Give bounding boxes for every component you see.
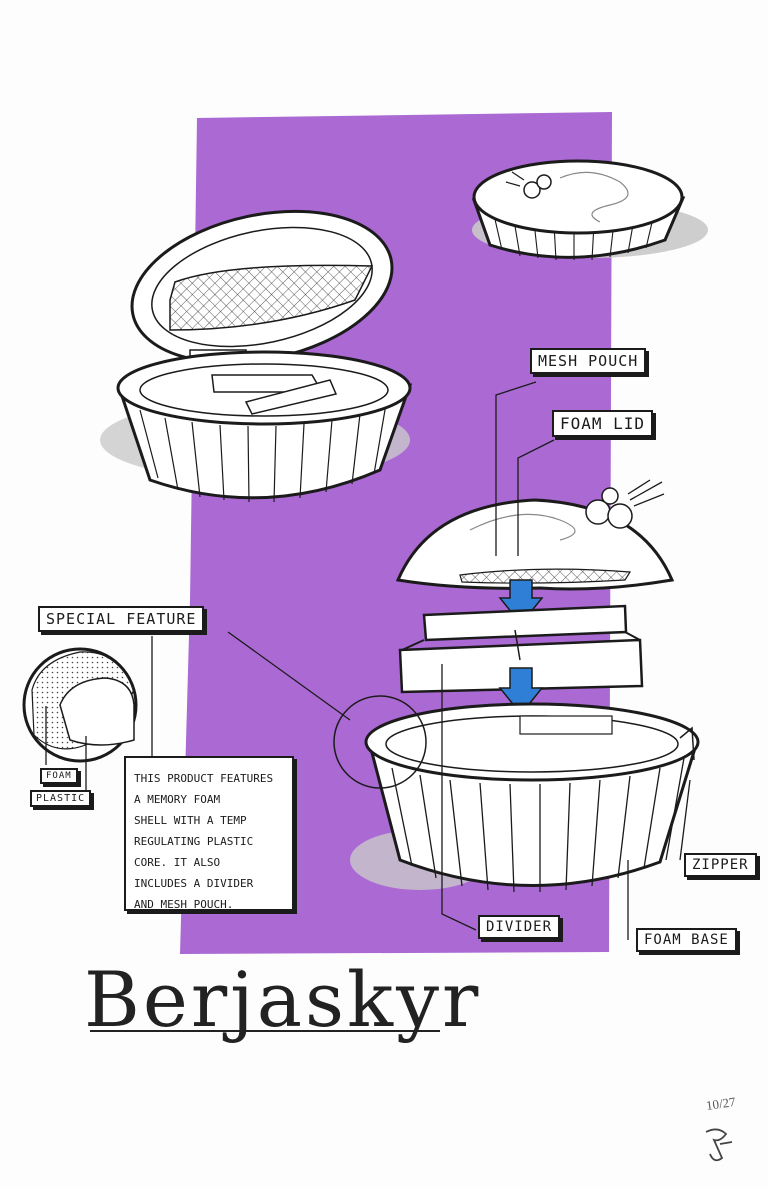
signature-mark (705, 1128, 733, 1162)
open-case-drawing (100, 209, 413, 503)
label-mesh-pouch: MESH POUCH (530, 348, 647, 374)
description-line: AND MESH POUCH. (134, 898, 234, 911)
description-line: REGULATING PLASTIC (134, 835, 254, 848)
label-zipper: ZIPPER (684, 853, 757, 877)
label-foam: FOAM (40, 768, 78, 784)
label-special-feature: SPECIAL FEATURE (38, 606, 205, 632)
description-line: A MEMORY FOAM (134, 793, 221, 806)
leader-lines (45, 381, 691, 940)
description-box: THIS PRODUCT FEATURES A MEMORY FOAM SHEL… (124, 756, 294, 911)
description-line: INCLUDES A DIVIDER (134, 877, 254, 890)
label-foam-lid: FOAM LID (552, 410, 654, 437)
description-line: SHELL WITH A TEMP (134, 814, 247, 827)
description-line: CORE. IT ALSO (134, 856, 221, 869)
exploded-view-drawing (350, 479, 700, 893)
special-feature-detail (22, 647, 138, 763)
label-plastic: PLASTIC (30, 790, 92, 807)
down-arrow-icon (498, 667, 544, 716)
label-foam-base: FOAM BASE (636, 928, 737, 952)
label-divider: DIVIDER (478, 915, 561, 939)
description-line: THIS PRODUCT FEATURES (134, 772, 274, 785)
closed-case-drawing (471, 159, 708, 261)
title-underline (90, 1030, 440, 1032)
detail-callout-circle (333, 695, 427, 789)
product-title: Berjaskyr (84, 955, 482, 1044)
